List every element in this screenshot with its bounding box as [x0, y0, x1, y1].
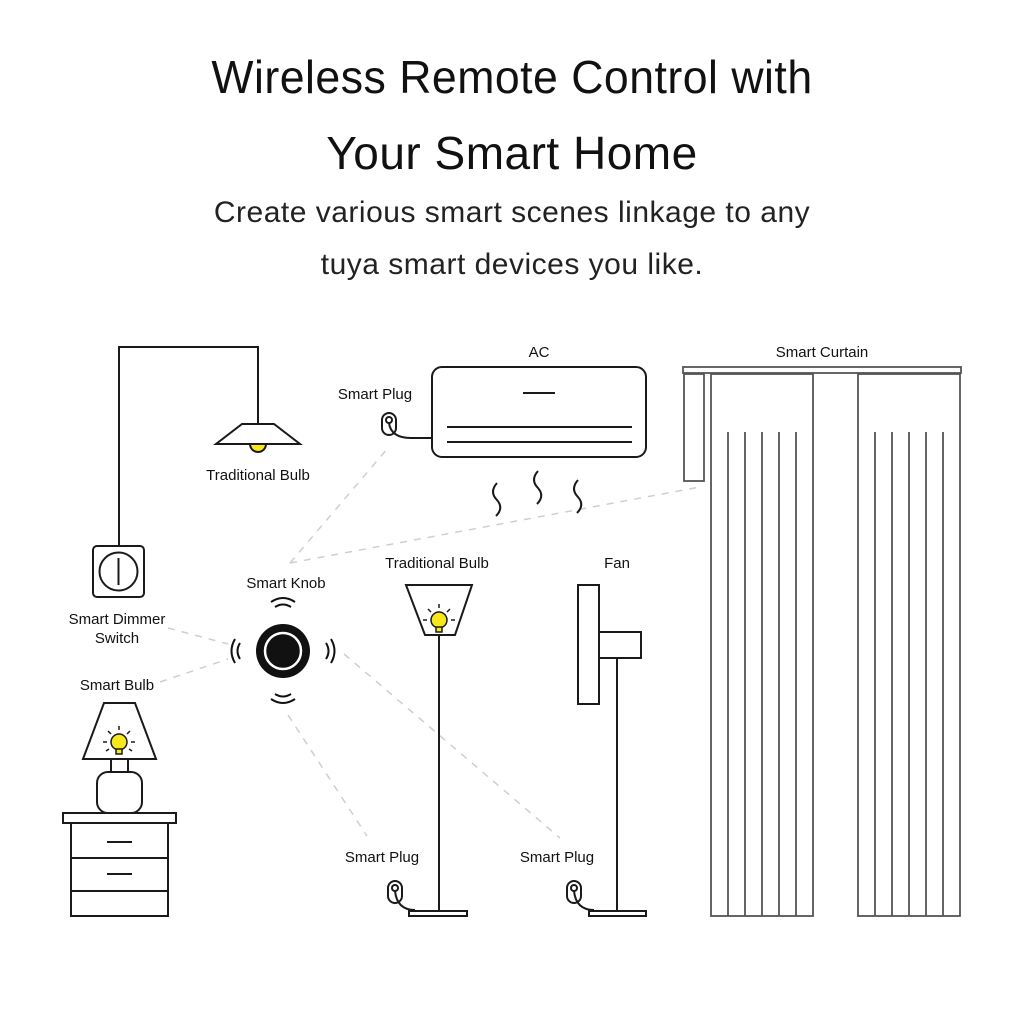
fan-label: Fan [604, 555, 630, 572]
pendant-bulb-label: Traditional Bulb [206, 467, 310, 484]
plug-icon[interactable] [566, 880, 595, 911]
link-knob-lamp-plug [287, 714, 368, 837]
smart-bulb-label: Smart Bulb [80, 677, 154, 694]
subtitle-line-2: tuya smart devices you like. [320, 248, 704, 281]
subtitle-line-1: Create various smart scenes linkage to a… [213, 196, 811, 229]
floor-lamp-plug-label: Smart Plug [345, 849, 419, 866]
ac-plug-label: Smart Plug [338, 386, 412, 403]
fan-icon[interactable] [577, 584, 647, 917]
floor-lamp-label: Traditional Bulb [385, 555, 489, 572]
dimmer-label-line-1: Smart Dimmer [69, 611, 166, 628]
fan-plug-label: Smart Plug [520, 849, 594, 866]
connection-lines [159, 447, 701, 839]
curtain-label: Smart Curtain [776, 344, 869, 361]
wall-switch-icon[interactable] [92, 545, 145, 598]
link-knob-smart-bulb [159, 658, 229, 683]
title-line-1: Wireless Remote Control with [211, 51, 813, 103]
table-lamp-icon [62, 702, 177, 917]
airflow-icon [492, 470, 583, 517]
wireless-signal-icon [230, 597, 336, 704]
smart-bulb-glow-icon [103, 726, 135, 755]
smart-knob-label: Smart Knob [246, 575, 325, 592]
knob-icon[interactable] [256, 624, 310, 678]
link-knob-dimmer [167, 627, 229, 645]
dimmer-label-line-2: Switch [95, 630, 139, 647]
curtain-icon[interactable] [682, 366, 962, 917]
title-line-2: Your Smart Home [326, 127, 698, 179]
link-knob-ac-plug [289, 447, 389, 564]
link-knob-fan-plug [343, 653, 561, 839]
plug-icon[interactable] [381, 412, 432, 439]
pendant-lamp-icon [118, 346, 303, 545]
ac-label: AC [529, 344, 550, 361]
floor-lamp-icon [404, 584, 474, 917]
floor-lamp-bulb-icon [423, 604, 455, 633]
air-conditioner-icon[interactable] [431, 366, 647, 458]
plug-icon[interactable] [387, 880, 416, 911]
